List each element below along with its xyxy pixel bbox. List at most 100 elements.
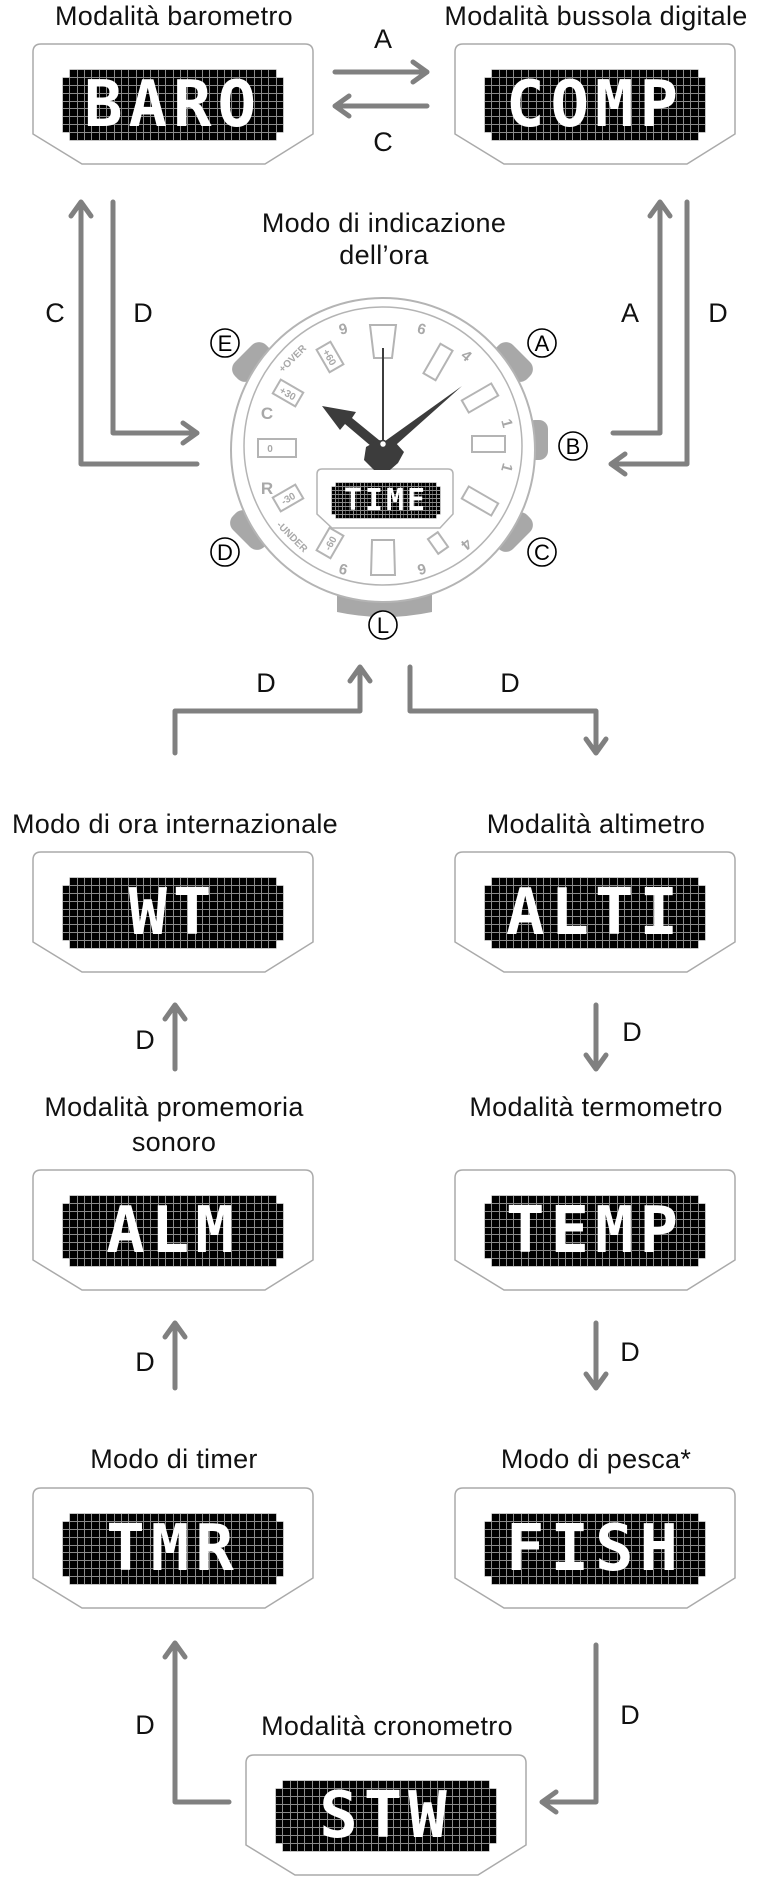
lcd-pixel <box>166 1545 173 1553</box>
lcd-pixel <box>683 1243 691 1251</box>
watch-button-e[interactable] <box>228 338 276 386</box>
lcd-pixel <box>195 125 202 133</box>
lcd-pixel <box>144 85 151 93</box>
lcd-pixel <box>647 1569 654 1577</box>
lcd-pixel <box>136 117 144 125</box>
lcd-pixel <box>353 483 357 487</box>
lcd-pixel <box>70 85 77 93</box>
lcd-pixel <box>77 1235 85 1243</box>
lcd-pixel <box>676 1219 683 1227</box>
lcd-pixel <box>136 1203 144 1211</box>
lcd-pixel <box>63 1545 70 1553</box>
lcd-pixel <box>254 133 261 140</box>
lcd-pixel <box>588 925 595 933</box>
lcd-pixel <box>173 1561 180 1569</box>
lcd-pixel <box>70 101 77 109</box>
lcd-pixel <box>349 1844 357 1851</box>
lcd-pixel <box>166 1521 173 1529</box>
lcd-pixel <box>632 1514 639 1521</box>
lcd-pixel <box>507 901 514 909</box>
lcd-pixel <box>232 1211 239 1219</box>
lcd-pixel <box>676 93 683 101</box>
lcd-pixel <box>342 486 346 491</box>
lcd-pixel <box>529 1529 536 1537</box>
lcd-pixel <box>661 133 669 140</box>
lcd-pixel <box>467 1781 474 1788</box>
marker-2 <box>460 382 500 414</box>
lcd-pixel <box>77 909 85 917</box>
watch-button-a[interactable] <box>489 338 537 386</box>
lcd-pixel <box>521 85 529 93</box>
lcd-pixel <box>543 93 551 101</box>
lcd-pixel <box>543 1537 551 1545</box>
lcd-pixel <box>375 514 379 518</box>
lcd-pixel <box>588 133 595 140</box>
lcd-pixel <box>543 1219 551 1227</box>
lcd-pixel <box>411 498 415 503</box>
lcd-pixel <box>92 1196 99 1203</box>
lcd-pixel <box>669 1569 676 1577</box>
lcd-pixel <box>77 925 85 933</box>
lcd-pixel <box>342 502 346 507</box>
lcd-pixel <box>188 941 195 948</box>
lcd-pixel <box>261 893 269 901</box>
lcd-pixel <box>691 1553 698 1561</box>
lcd-pixel <box>602 1203 610 1211</box>
lcd-pixel <box>129 885 136 893</box>
lcd-pixel <box>114 878 121 885</box>
lcd-pixel <box>202 125 210 133</box>
lcd-world-time: WT <box>63 878 283 948</box>
lcd-pixel <box>400 486 404 491</box>
lcd-pixel <box>261 1521 269 1529</box>
lcd-pixel <box>558 117 566 125</box>
lcd-pixel <box>77 1569 85 1577</box>
lcd-pixel <box>166 101 173 109</box>
lcd-pixel <box>551 878 558 885</box>
lcd-pixel <box>415 510 419 515</box>
lcd-pixel <box>669 1553 676 1561</box>
lcd-pixel <box>136 933 144 941</box>
lcd-pixel <box>566 893 573 901</box>
lcd-pixel <box>492 125 499 133</box>
lcd-pixel <box>357 494 361 499</box>
lcd-pixel <box>217 893 225 901</box>
lcd-pixel <box>335 498 339 503</box>
lcd-pixel <box>566 1514 573 1521</box>
lcd-pixel <box>173 1545 180 1553</box>
lcd-pixel <box>357 1820 364 1828</box>
lcd-pixel <box>121 117 129 125</box>
lcd-pixel <box>320 1788 327 1796</box>
lcd-pixel <box>188 1219 195 1227</box>
lcd-pixel <box>595 109 602 117</box>
lcd-pixel <box>225 70 232 77</box>
lcd-pixel <box>393 486 397 491</box>
lcd-pixel <box>276 1219 283 1227</box>
lcd-pixel <box>386 506 390 511</box>
lcd-pixel <box>489 1836 496 1844</box>
lcd-pixel <box>379 498 383 503</box>
lcd-pixel <box>661 901 669 909</box>
lcd-pixel <box>269 1203 276 1211</box>
lcd-pixel <box>129 133 136 140</box>
lcd-pixel <box>92 85 99 93</box>
compass-mode-title: Modalità bussola digitale <box>444 1 748 31</box>
lcd-pixel <box>489 1812 496 1820</box>
lcd-pixel <box>617 1553 624 1561</box>
lcd-pixel <box>247 101 254 109</box>
lcd-pixel <box>92 1521 99 1529</box>
lcd-pixel <box>85 77 92 85</box>
lcd-pixel <box>166 901 173 909</box>
lcd-pixel <box>407 498 412 503</box>
arrow-alm-to-wt <box>162 1002 188 1072</box>
lcd-pixel <box>239 878 247 885</box>
lcd-pixel <box>232 1203 239 1211</box>
lcd-pixel <box>580 893 588 901</box>
lcd-pixel <box>624 1243 632 1251</box>
lcd-pixel <box>543 133 551 140</box>
lcd-pixel <box>368 510 372 515</box>
lcd-pixel <box>339 502 343 507</box>
lcd-pixel <box>691 117 698 125</box>
lcd-pixel <box>691 1561 698 1569</box>
button-label-a: A <box>527 328 557 358</box>
lcd-pixel <box>188 101 195 109</box>
